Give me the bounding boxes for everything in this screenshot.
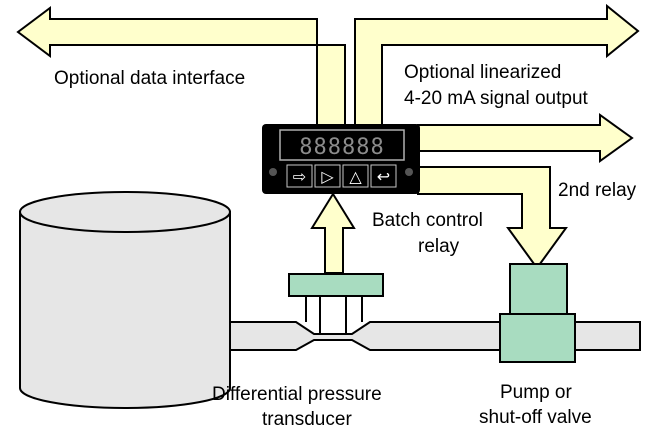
label-optional-linearized-1: Optional linearized bbox=[404, 62, 561, 83]
dp-transducer bbox=[288, 273, 384, 297]
meter-display: 888888 bbox=[299, 135, 384, 160]
meter-key-1[interactable]: ⇨ bbox=[286, 164, 313, 188]
pipe bbox=[229, 321, 641, 351]
meter-key-4[interactable]: ↩ bbox=[370, 164, 397, 188]
play-icon: ▷ bbox=[321, 167, 334, 186]
label-pump-2: shut-off valve bbox=[479, 407, 592, 428]
data-interface-arrow bbox=[16, 6, 346, 126]
label-dp-transducer-1: Differential pressure bbox=[212, 384, 382, 405]
return-arrow-icon: ↩ bbox=[377, 167, 390, 186]
triangle-up-icon: △ bbox=[349, 167, 362, 186]
label-dp-transducer-2: transducer bbox=[262, 409, 352, 430]
label-second-relay: 2nd relay bbox=[558, 180, 637, 201]
transducer-signal-arrow bbox=[310, 192, 356, 274]
panel-meter: 888888 ⇨ ▷ △ ↩ bbox=[262, 124, 420, 194]
arrow-right-icon: ⇨ bbox=[293, 167, 306, 186]
meter-mount-screw-right bbox=[405, 168, 413, 176]
second-relay-arrow bbox=[417, 113, 634, 163]
pump-valve bbox=[499, 263, 576, 363]
meter-key-2[interactable]: ▷ bbox=[314, 164, 341, 188]
tank bbox=[19, 191, 231, 409]
batch-relay-arrow bbox=[417, 166, 568, 270]
label-batch-control-2: relay bbox=[418, 236, 460, 257]
meter-key-3[interactable]: △ bbox=[342, 164, 369, 188]
meter-mount-screw-left bbox=[269, 168, 277, 176]
label-optional-linearized-2: 4-20 mA signal output bbox=[404, 88, 589, 109]
label-pump-1: Pump or bbox=[500, 382, 572, 403]
transducer-taps bbox=[305, 296, 363, 334]
signal-output-arrow bbox=[354, 3, 640, 126]
label-optional-data-interface: Optional data interface bbox=[54, 68, 245, 89]
label-batch-control-1: Batch control bbox=[372, 210, 483, 231]
